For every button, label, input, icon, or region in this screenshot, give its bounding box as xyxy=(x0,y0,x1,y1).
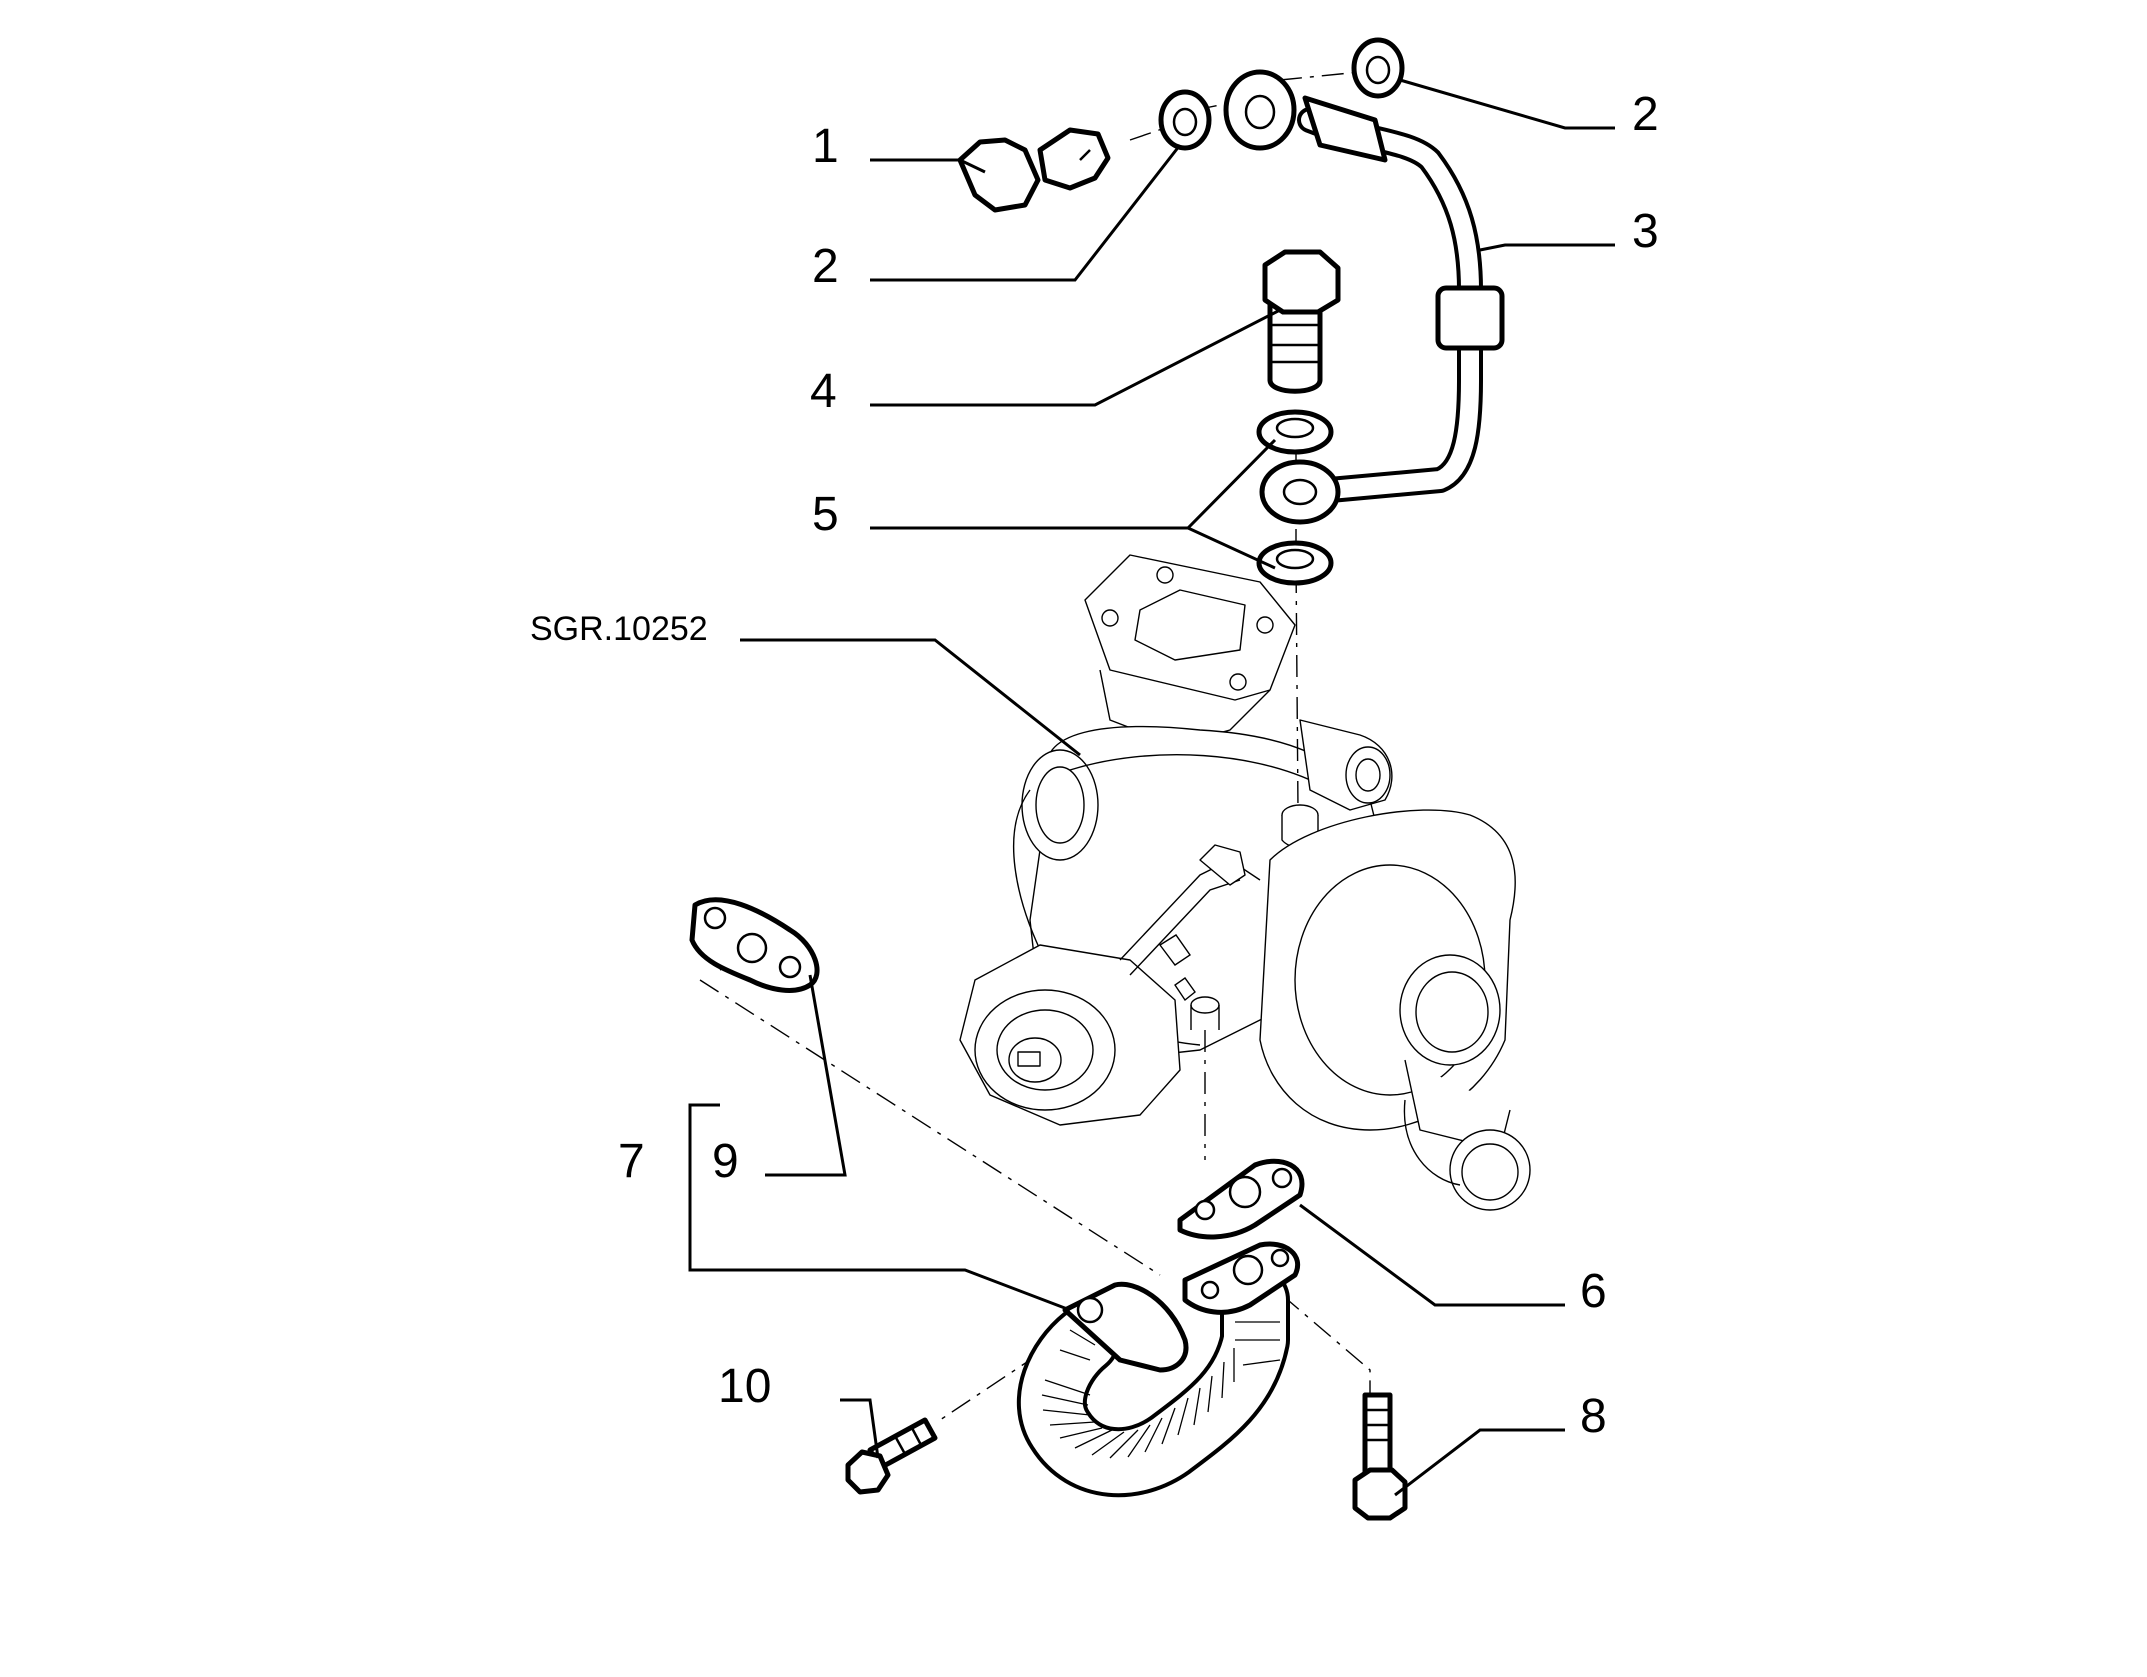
callout-3: 3 xyxy=(1632,205,1659,258)
callout-4: 4 xyxy=(810,365,837,418)
callout-1: 1 xyxy=(812,120,839,173)
part-5-washers xyxy=(1256,409,1334,586)
reference-code: SGR.10252 xyxy=(530,610,708,648)
callout-9: 9 xyxy=(712,1135,739,1188)
part-1-banjo-bolt xyxy=(957,127,1111,213)
part-7-drain-hose xyxy=(1016,1241,1300,1498)
callout-labels: 1 2 2 3 4 5 SGR.10252 6 7 9 10 8 xyxy=(530,88,1659,1443)
part-8-bolt xyxy=(1352,1392,1408,1521)
part-9-gasket xyxy=(689,897,820,993)
callout-6: 6 xyxy=(1580,1265,1607,1318)
leader-lines xyxy=(688,78,1615,1497)
callout-8: 8 xyxy=(1580,1390,1607,1443)
part-4-banjo-bolt xyxy=(1262,249,1341,394)
part-3-oil-feed-pipe xyxy=(1223,69,1505,525)
callout-5: 5 xyxy=(812,488,839,541)
callout-2-lower: 2 xyxy=(812,240,839,293)
part-10-bolt xyxy=(845,1417,938,1495)
turbocharger-assembly xyxy=(959,554,1531,1211)
part-2-washers xyxy=(1158,37,1405,151)
callout-10: 10 xyxy=(718,1360,771,1413)
callout-7: 7 xyxy=(618,1135,645,1188)
callout-2-upper: 2 xyxy=(1632,88,1659,141)
part-6-gasket xyxy=(1177,1158,1305,1240)
